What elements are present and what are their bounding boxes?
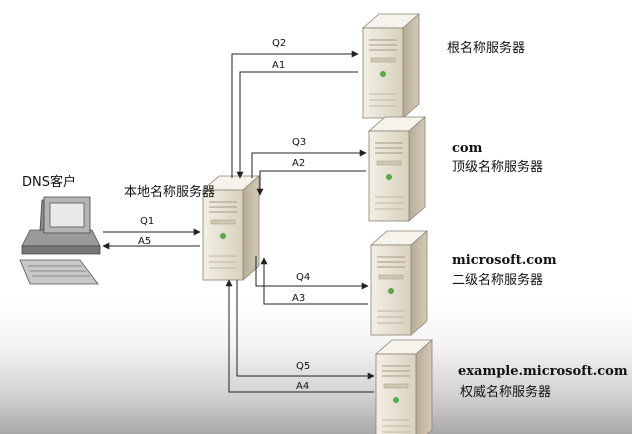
a2-arrow [256,170,366,196]
q1-label: Q1 [140,216,154,227]
q2-arrow [231,50,359,178]
q4-label: Q4 [296,272,310,283]
root-server-label: 根名称服务器 [447,40,525,56]
root-server-icon [362,13,420,119]
a1-arrow [236,71,358,179]
a4-arrow [225,279,374,393]
q5-arrow [236,280,375,380]
a4-label: A4 [296,381,309,392]
example-server-label: 权威名称服务器 [460,384,551,400]
microsoft-server-domain: microsoft.com [452,253,557,268]
local-server-label: 本地名称服务器 [124,184,215,200]
example-server-icon [375,339,433,434]
example-server-domain: example.microsoft.com [458,364,628,379]
a1-label: A1 [272,60,285,71]
a2-label: A2 [292,158,305,169]
microsoft-server-label: 二级名称服务器 [452,272,543,288]
q3-arrow [251,149,367,178]
com-server-label: 顶级名称服务器 [452,159,543,175]
com-server-icon [368,116,426,222]
a3-label: A3 [292,293,305,304]
dns-client-computer-icon [19,196,101,285]
q5-label: Q5 [296,361,310,372]
com-server-domain: com [452,141,483,156]
dns-client-label: DNS客户 [22,174,76,190]
q2-label: Q2 [272,38,286,49]
a3-arrow [260,257,368,305]
q4-arrow [255,256,369,290]
q3-label: Q3 [292,137,306,148]
a5-label: A5 [138,236,151,247]
microsoft-server-icon [370,230,428,336]
